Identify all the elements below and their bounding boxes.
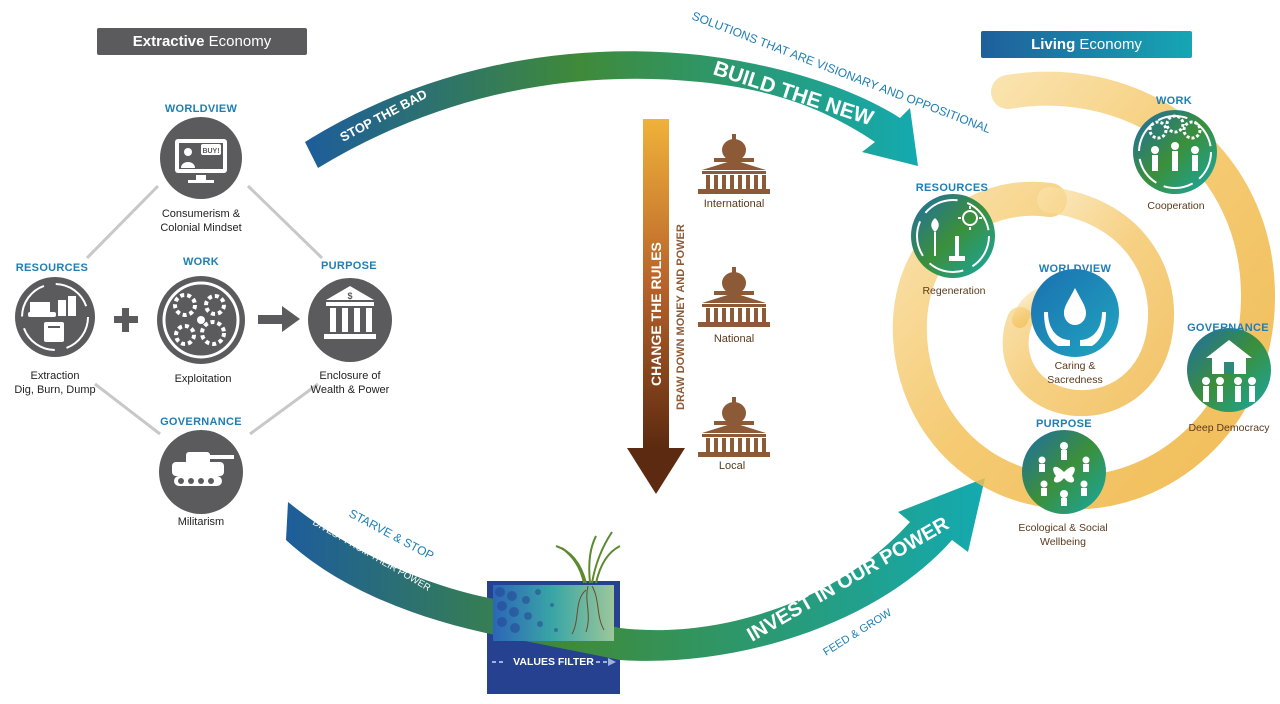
governance-living-caption: Deep Democracy	[1188, 421, 1269, 435]
purpose-extractive-caption: Enclosure of Wealth & Power	[311, 369, 390, 397]
caring-caption-line2: Sacredness	[1047, 374, 1103, 386]
build-the-new-arrow	[305, 51, 918, 168]
living-title-bold: Living	[1031, 36, 1076, 53]
svg-text:$: $	[347, 291, 352, 301]
local-building-icon	[698, 397, 770, 457]
work-living-icon	[1133, 110, 1217, 194]
invest-label: INVEST IN OUR POWER	[744, 513, 954, 647]
wellbeing-caption-line1: Ecological & Social	[1018, 522, 1108, 534]
right-arrow-icon	[258, 306, 300, 332]
international-label: International	[703, 198, 765, 210]
worldview-living-label: WORLDVIEW	[1038, 263, 1112, 275]
governance-caption-line1: Militarism	[177, 516, 225, 528]
work-living-caption: Cooperation	[1147, 199, 1204, 213]
governance-living-label: GOVERNANCE	[1187, 322, 1269, 334]
change-the-rules-label: CHANGE THE RULES	[648, 242, 664, 386]
purpose-caption-line1: Enclosure of	[319, 370, 381, 382]
resources-caption-line1: Extraction	[30, 370, 80, 382]
worldview-extractive-label: WORLDVIEW	[164, 103, 238, 115]
extractive-title-bold: Extractive	[132, 33, 205, 50]
work-extractive-icon	[157, 276, 245, 364]
governance-extractive-caption: Militarism	[178, 515, 224, 529]
governance-extractive-icon	[159, 430, 243, 514]
extractive-title-rest: Economy	[208, 33, 272, 50]
resources-living-label: RESOURCES	[915, 182, 989, 194]
work-extractive-caption: Exploitation	[175, 372, 232, 386]
resources-extractive-label: RESOURCES	[15, 262, 89, 274]
resources-extractive-caption: Extraction Dig, Burn, Dump	[14, 369, 95, 397]
cooperation-caption: Cooperation	[1147, 200, 1205, 212]
purpose-living-caption: Ecological & Social Wellbeing	[1018, 521, 1107, 549]
resources-living-icon	[911, 194, 995, 278]
purpose-caption-line2: Wealth & Power	[310, 384, 390, 396]
local-label: Local	[718, 460, 746, 472]
work-caption-line1: Exploitation	[174, 373, 232, 385]
worldview-extractive-caption: Consumerism & Colonial Mindset	[160, 207, 241, 235]
extractive-connector-lines	[85, 184, 324, 436]
invest-in-our-power-arrow	[286, 478, 985, 661]
purpose-living-label: PURPOSE	[1036, 418, 1092, 430]
plus-icon	[114, 308, 138, 332]
deep-democracy-caption: Deep Democracy	[1188, 422, 1270, 434]
worldview-caption-line2: Colonial Mindset	[160, 222, 242, 234]
worldview-caption-line1: Consumerism &	[161, 208, 241, 220]
resources-living-caption: Regeneration	[922, 284, 985, 298]
work-extractive-label: WORK	[182, 256, 220, 268]
worldview-living-caption: Caring & Sacredness	[1047, 359, 1102, 387]
regeneration-caption: Regeneration	[922, 285, 986, 297]
values-filter-label: VALUES FILTER	[513, 656, 594, 668]
wellbeing-caption-line2: Wellbeing	[1040, 536, 1086, 548]
worldview-living-icon	[1031, 269, 1119, 357]
national-label: National	[713, 333, 755, 345]
governance-living-icon	[1187, 328, 1271, 412]
international-building-icon	[698, 134, 770, 194]
values-filter-graphic	[492, 531, 621, 666]
buy-screen-text: BUY!	[202, 148, 219, 155]
governance-extractive-label: GOVERNANCE	[160, 416, 242, 428]
worldview-extractive-icon: BUY!	[160, 117, 242, 199]
purpose-living-icon	[1022, 430, 1106, 514]
extractive-economy-title: Extractive Economy	[97, 28, 307, 55]
national-building-icon	[698, 267, 770, 327]
living-economy-title: Living Economy	[981, 31, 1192, 58]
work-living-label: WORK	[1155, 95, 1193, 107]
caring-caption-line1: Caring &	[1054, 360, 1096, 372]
resources-caption-line2: Dig, Burn, Dump	[14, 384, 96, 396]
change-the-rules-arrow	[627, 119, 685, 494]
living-title-rest: Economy	[1079, 36, 1142, 53]
draw-down-label: DRAW DOWN MONEY AND POWER	[675, 224, 687, 410]
resources-extractive-icon	[15, 277, 95, 357]
purpose-extractive-icon: $	[308, 278, 392, 362]
purpose-extractive-label: PURPOSE	[321, 260, 377, 272]
